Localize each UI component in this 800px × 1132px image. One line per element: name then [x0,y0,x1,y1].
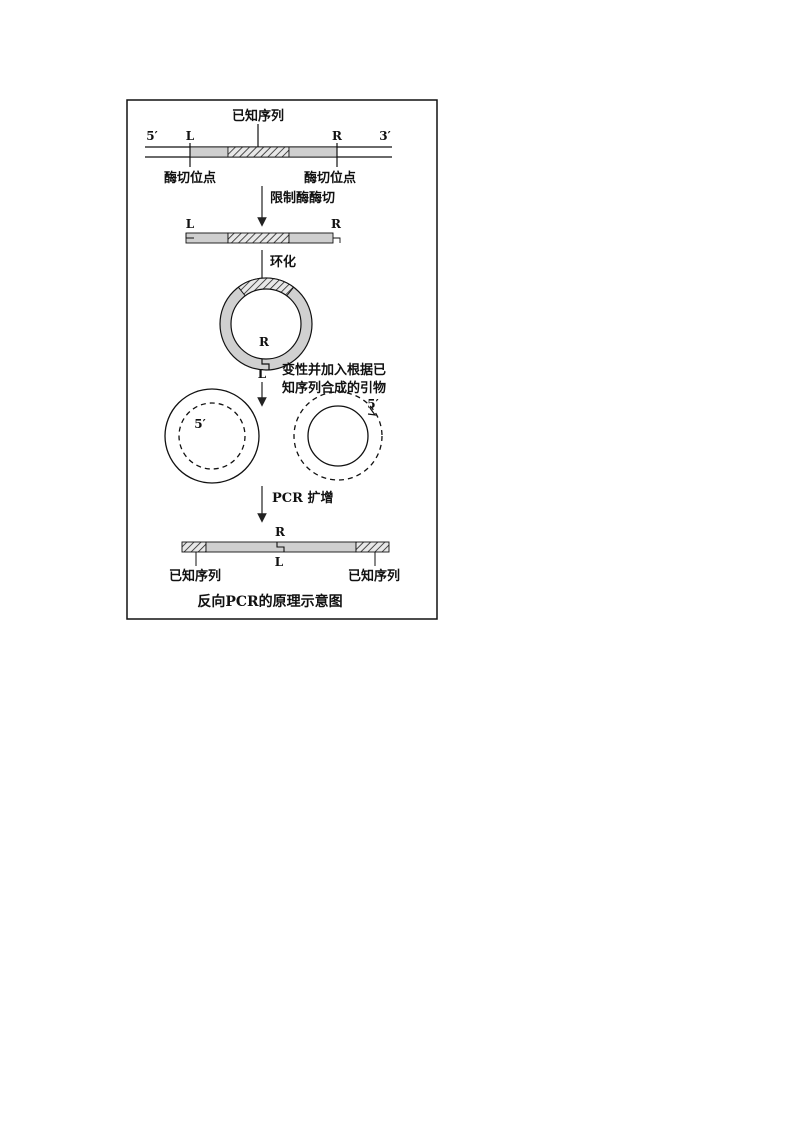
site-l-label: L [186,129,195,143]
fragment-r-label: R [331,217,342,231]
ring-r-label: R [259,335,270,349]
linear-fragment [185,232,341,244]
figure-frame [126,99,438,620]
product-r-label: R [275,525,286,539]
step4-label: PCR 扩增 [272,490,333,506]
flank-left-region [189,146,229,158]
step1-label: 限制酶酶切 [270,190,335,206]
product-l-label: L [275,555,284,569]
known-sequence-region [227,146,290,158]
primer-right-5prime-label: 5′ [367,397,379,411]
cut-site-left-label: 酶切位点 [164,170,216,186]
single-strand-left [164,388,260,484]
cut-site-right-label: 酶切位点 [304,170,356,186]
known-left-label: 已知序列 [169,568,221,584]
flank-right-region [288,146,338,158]
ring-l-label: L [258,367,267,381]
three-prime-end-label: 3′ [379,129,391,143]
primer-left-5prime-label: 5′ [194,417,206,431]
step2-label: 环化 [270,254,296,270]
circular-dna [219,277,313,371]
five-prime-end-label: 5′ [146,129,158,143]
single-strand-right [293,391,383,481]
fragment-l-label: L [186,217,195,231]
genomic-dna-strand [145,146,392,158]
known-right-label: 已知序列 [348,568,400,584]
figure-caption: 反向PCR的原理示意图 [197,593,342,610]
product-known-right [355,541,390,553]
step3-label-line2: 知序列合成的引物 [282,380,386,396]
known-sequence-top-label: 已知序列 [232,108,284,124]
product-known-left [181,541,207,553]
pcr-product [181,541,390,553]
site-r-label: R [332,129,343,143]
step3-label-line1: 变性并加入根据已 [282,362,386,378]
